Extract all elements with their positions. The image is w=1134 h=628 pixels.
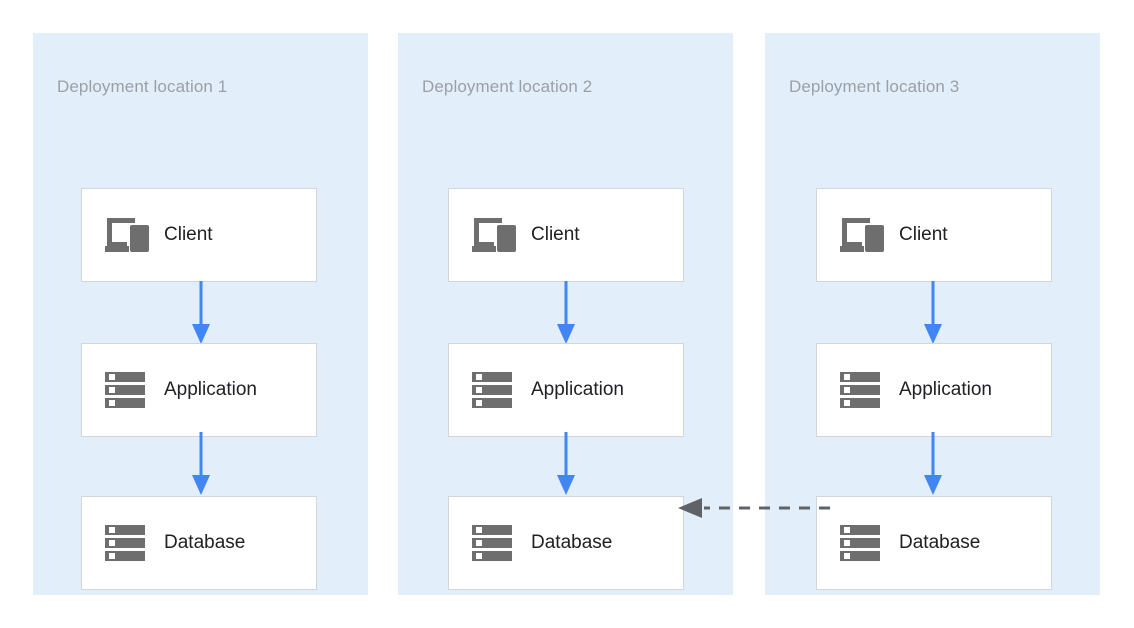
- node-label-client-2: Client: [531, 224, 580, 245]
- node-label-application-1: Application: [164, 379, 257, 400]
- node-label-database-2: Database: [531, 532, 613, 553]
- arrow-application-to-database-3: [921, 432, 945, 496]
- node-label-client-1: Client: [164, 224, 213, 245]
- node-label-database-1: Database: [164, 532, 246, 553]
- arrow-client-to-application-1: [189, 281, 213, 345]
- devices-icon: [471, 214, 517, 256]
- panel-title-2: Deployment location 2: [422, 77, 593, 96]
- node-database-3[interactable]: Database: [816, 496, 1052, 590]
- node-client-1[interactable]: Client: [81, 188, 317, 282]
- deployment-location-panel-2: Deployment location 2 Client: [398, 33, 733, 595]
- server-icon: [104, 522, 150, 564]
- server-icon: [471, 522, 517, 564]
- node-label-database-3: Database: [899, 532, 981, 553]
- arrow-database3-to-database2-dashed: [678, 496, 830, 520]
- node-database-1[interactable]: Database: [81, 496, 317, 590]
- devices-icon: [104, 214, 150, 256]
- node-client-2[interactable]: Client: [448, 188, 684, 282]
- panel-title-1: Deployment location 1: [57, 77, 228, 96]
- server-icon: [104, 369, 150, 411]
- node-application-2[interactable]: Application: [448, 343, 684, 437]
- node-label-application-3: Application: [899, 379, 992, 400]
- deployment-location-panel-1: Deployment location 1 Client: [33, 33, 368, 595]
- arrow-application-to-database-2: [554, 432, 578, 496]
- server-icon: [839, 369, 885, 411]
- node-application-3[interactable]: Application: [816, 343, 1052, 437]
- panel-title-3: Deployment location 3: [789, 77, 960, 96]
- devices-icon: [839, 214, 885, 256]
- deployment-location-panel-3: Deployment location 3 Client: [765, 33, 1100, 595]
- arrow-client-to-application-2: [554, 281, 578, 345]
- arrow-application-to-database-1: [189, 432, 213, 496]
- server-icon: [839, 522, 885, 564]
- node-database-2[interactable]: Database: [448, 496, 684, 590]
- node-label-application-2: Application: [531, 379, 624, 400]
- arrow-client-to-application-3: [921, 281, 945, 345]
- node-label-client-3: Client: [899, 224, 948, 245]
- node-application-1[interactable]: Application: [81, 343, 317, 437]
- node-client-3[interactable]: Client: [816, 188, 1052, 282]
- server-icon: [471, 369, 517, 411]
